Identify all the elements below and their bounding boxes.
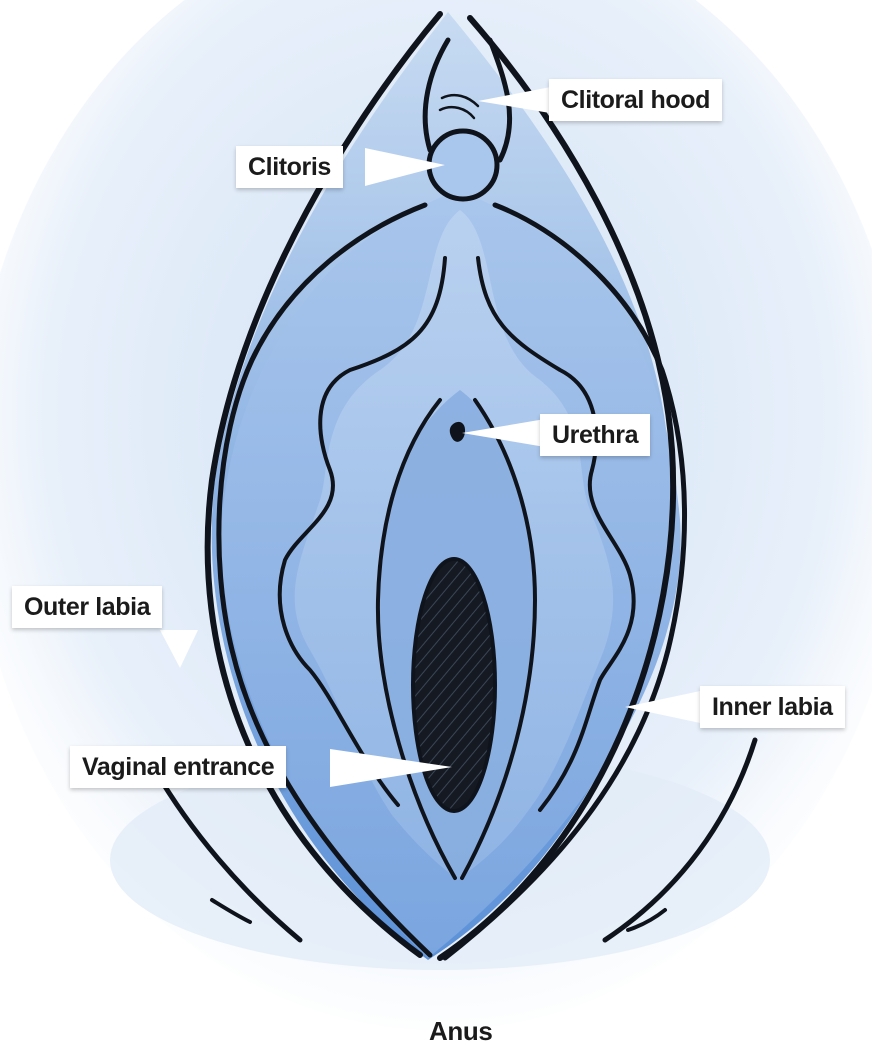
anus-label: Anus (429, 1016, 492, 1047)
clitoris-label: Clitoris (236, 146, 343, 188)
clitoral-hood-label: Clitoral hood (549, 79, 722, 121)
inner-labia-label: Inner labia (700, 686, 845, 728)
vaginal-entrance-opening (413, 559, 495, 811)
urethra-label: Urethra (540, 414, 650, 456)
outer-labia-label: Outer labia (12, 586, 162, 628)
vaginal-entrance-label: Vaginal entrance (70, 746, 286, 788)
